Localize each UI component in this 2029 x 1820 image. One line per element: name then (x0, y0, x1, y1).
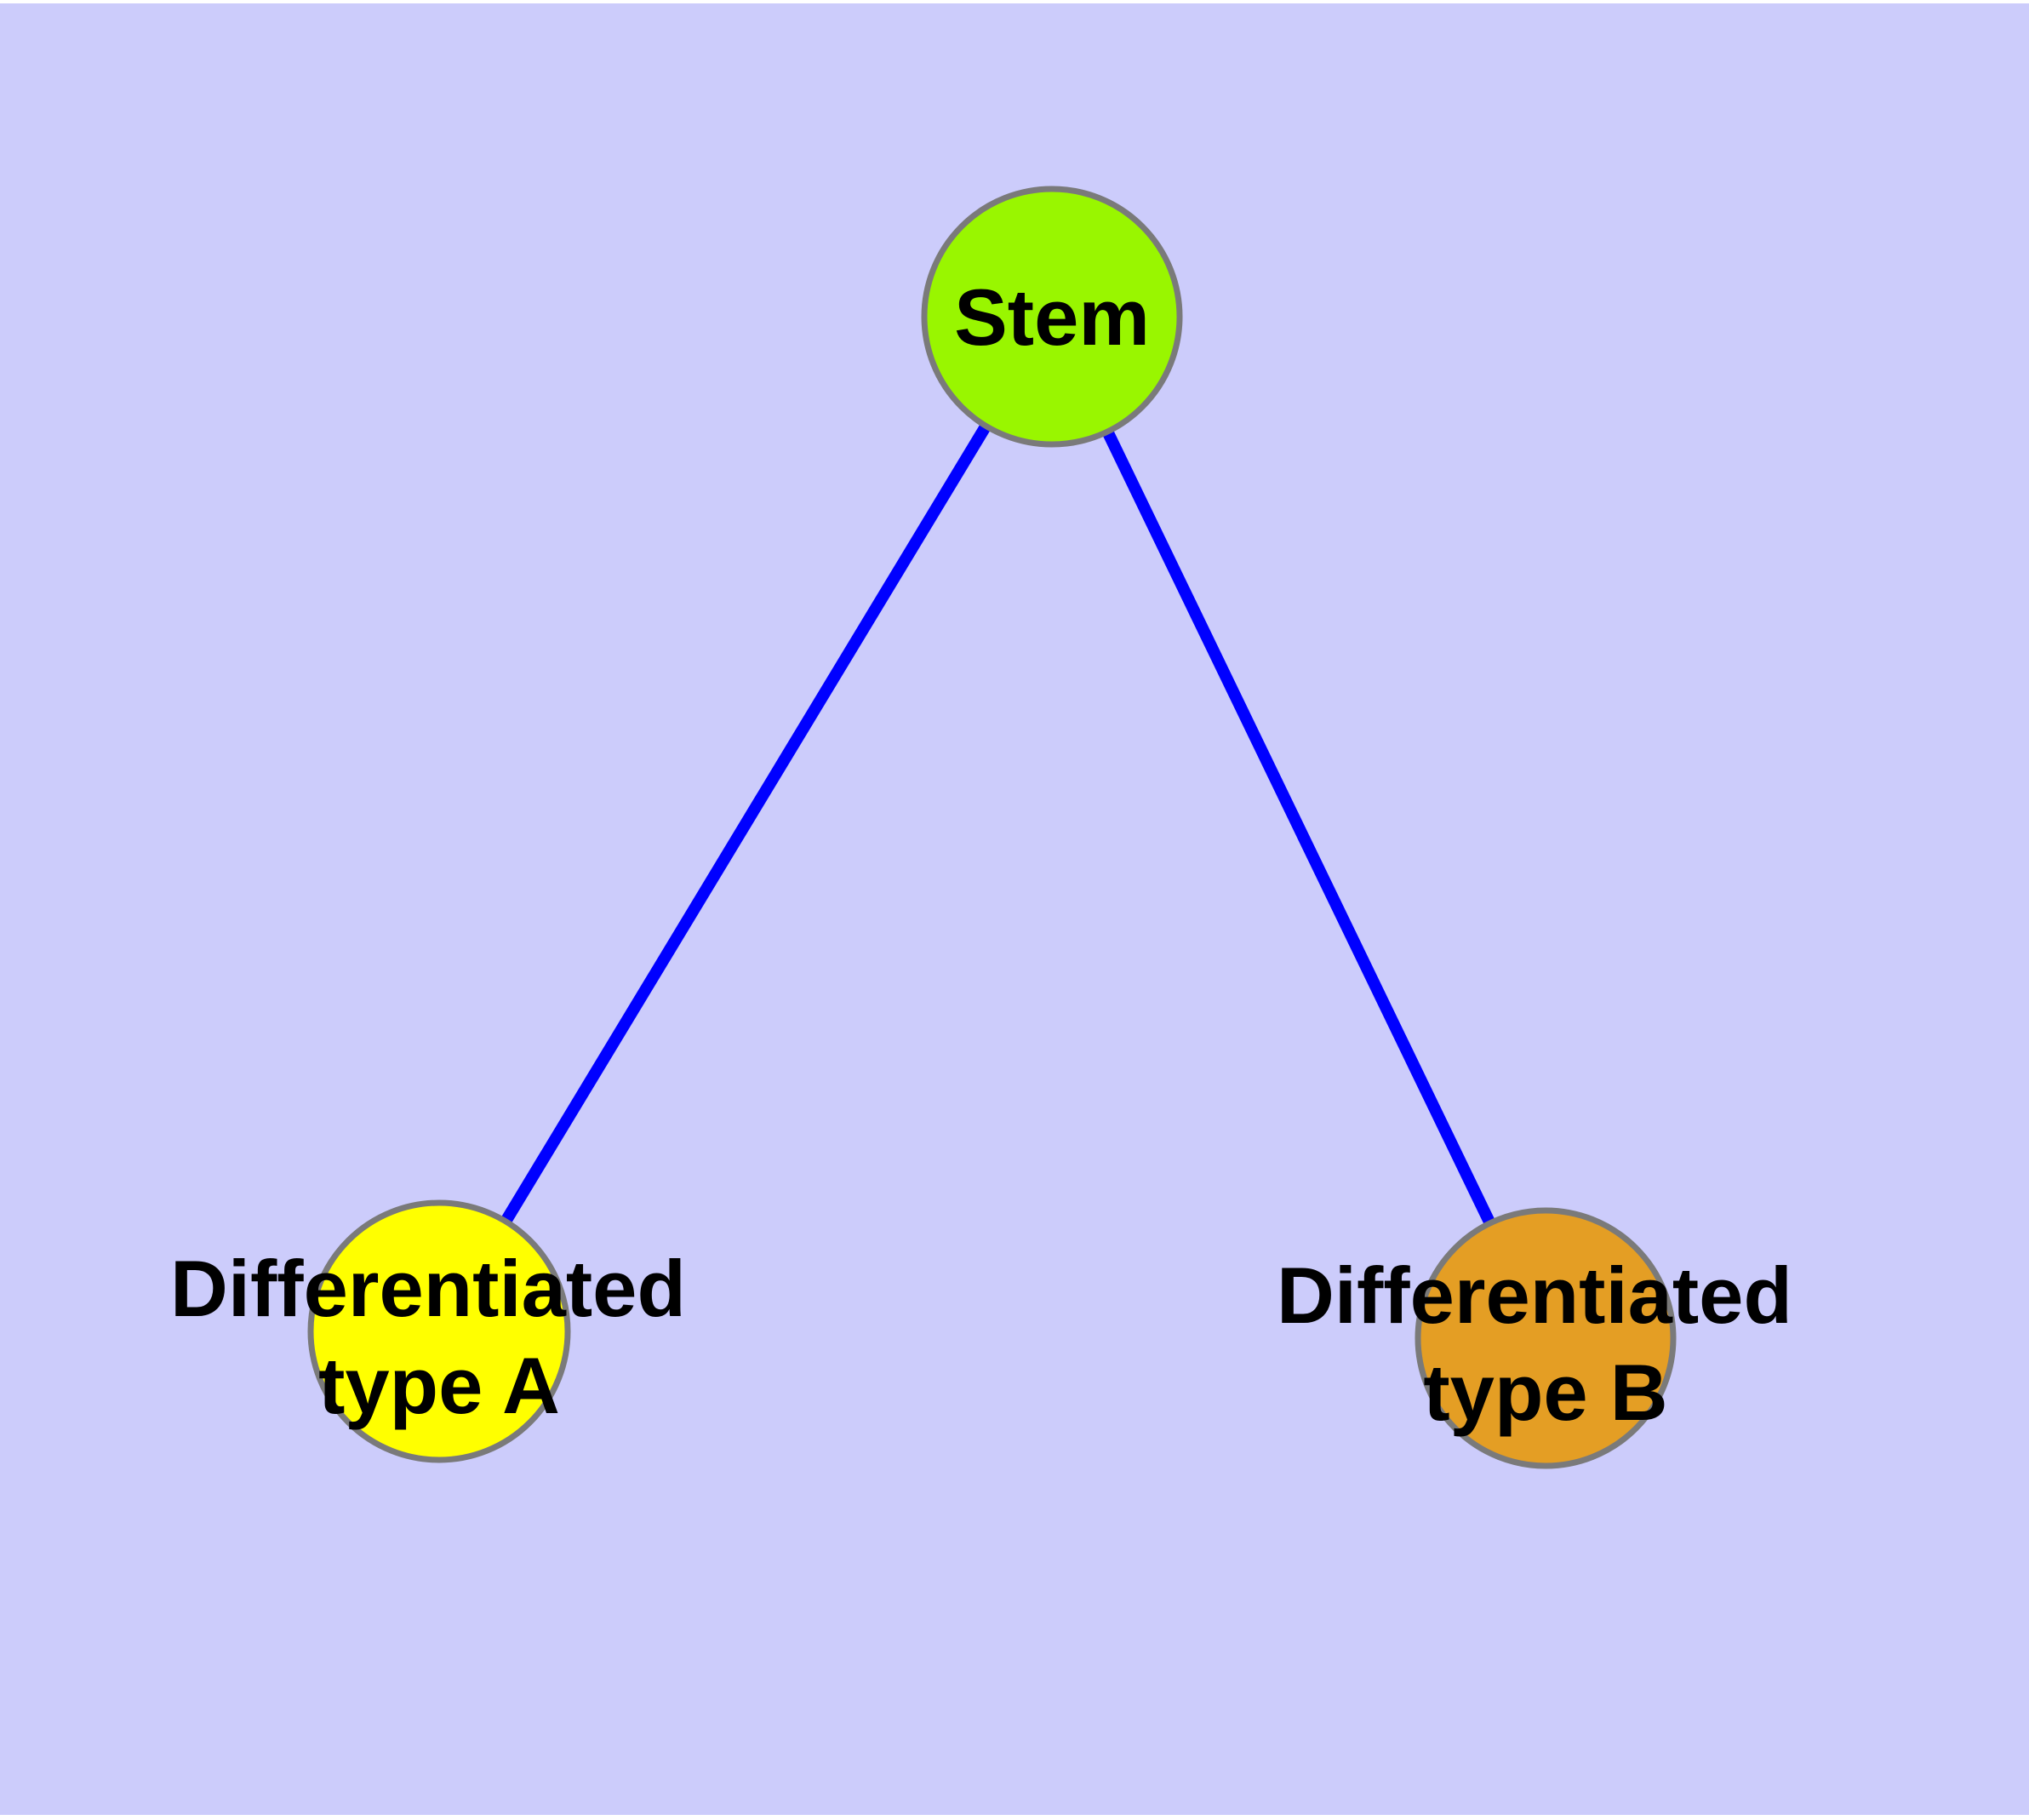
node-type-a-label-line2: type A (318, 1341, 560, 1430)
node-stem (921, 186, 1183, 448)
node-differentiated-type-b (1415, 1207, 1677, 1469)
edge-stem-to-type-a (434, 313, 1057, 1335)
node-stem-label-text: Stem (954, 272, 1150, 362)
node-stem-label: Stem (954, 272, 1150, 362)
node-type-b-label: Differentiated type B (1277, 1251, 1815, 1437)
node-type-b-label-line2: type B (1423, 1348, 1667, 1437)
node-type-b-label-line1: Differentiated (1277, 1251, 1792, 1340)
edge-stem-to-type-b (1046, 313, 1552, 1342)
node-type-a-label: Differentiated type A (170, 1244, 708, 1430)
node-type-a-label-line1: Differentiated (170, 1244, 686, 1333)
node-differentiated-type-a (307, 1199, 571, 1463)
